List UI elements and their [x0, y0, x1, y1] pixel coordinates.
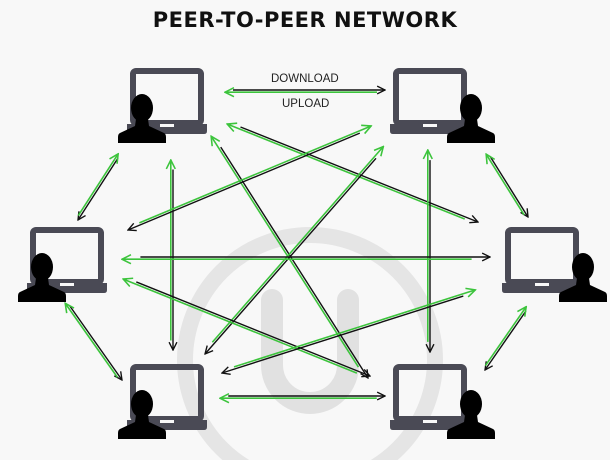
peer-node-left	[18, 227, 107, 302]
upload-arrow	[77, 154, 118, 216]
upload-arrow	[484, 307, 526, 367]
peer-node-right	[502, 227, 607, 302]
download-arrow	[222, 295, 464, 373]
download-label: DOWNLOAD	[271, 73, 339, 85]
download-arrow	[489, 155, 528, 217]
download-arrow	[78, 157, 119, 220]
laptop-icon	[390, 68, 470, 134]
connection-left-bottom-left	[65, 303, 122, 380]
connection-top-left-left	[78, 154, 118, 220]
person-icon	[559, 253, 607, 302]
laptop-icon	[390, 364, 470, 430]
person-icon	[118, 94, 166, 143]
upload-arrow	[233, 290, 475, 368]
laptop-icon	[502, 227, 582, 293]
upload-arrow	[123, 279, 358, 374]
connection-top-left-bottom-left	[171, 160, 173, 350]
upload-label: UPLOAD	[282, 98, 330, 110]
connection-top-left-top-right	[225, 90, 385, 92]
upload-arrow	[65, 303, 119, 378]
connection-arrows	[65, 90, 528, 398]
connection-right-bottom-right	[485, 307, 526, 370]
download-arrow	[69, 305, 122, 380]
peer-nodes	[18, 68, 607, 439]
peer-node-bottom-left	[118, 364, 207, 439]
connection-top-left-bottom-right	[211, 136, 368, 378]
download-arrow	[136, 281, 370, 376]
peer-node-top-right	[390, 68, 495, 143]
upload-arrow	[211, 147, 383, 343]
connection-left-right	[122, 257, 490, 259]
connection-top-right-right	[486, 154, 528, 217]
upload-arrow	[139, 126, 371, 224]
download-arrow	[485, 310, 527, 370]
watermark-logo	[177, 227, 443, 460]
person-icon	[447, 94, 495, 143]
upload-arrow	[211, 136, 360, 368]
person-icon	[118, 390, 166, 439]
person-icon	[18, 253, 66, 302]
connection-right-bottom-left	[222, 290, 475, 373]
connection-bottom-left-bottom-right	[220, 396, 385, 398]
diagram-title: PEER-TO-PEER NETWORK	[152, 8, 458, 32]
upload-arrow	[227, 124, 465, 220]
upload-arrow	[486, 154, 525, 216]
connection-left-bottom-right	[123, 279, 370, 376]
peer-node-top-left	[118, 68, 207, 143]
person-icon	[447, 390, 495, 439]
download-arrow	[220, 146, 368, 378]
download-arrow	[128, 132, 361, 230]
peer-node-bottom-right	[390, 364, 495, 439]
connection-top-right-left	[128, 126, 371, 230]
connection-top-right-bottom-right	[428, 150, 430, 352]
